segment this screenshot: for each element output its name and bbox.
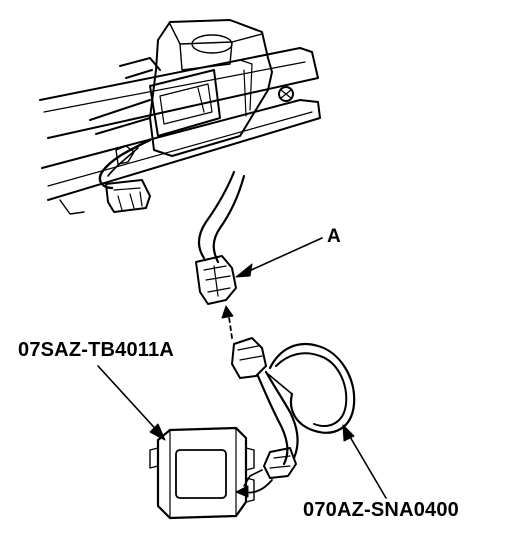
harness-leader <box>345 429 387 499</box>
tool-leader <box>97 365 163 437</box>
connect-direction-arrowhead <box>221 305 234 319</box>
callout-tool-part-number: 07SAZ-TB4011A <box>18 339 174 361</box>
tool-box <box>149 426 255 520</box>
tool-arrowhead <box>149 423 166 441</box>
seat-belt-assembly <box>39 19 321 215</box>
callout-harness-part-number: 070AZ-SNA0400 <box>303 499 460 521</box>
harness-arrowhead <box>342 424 355 442</box>
test-harness <box>231 337 356 487</box>
callout-connector-a: A <box>327 226 341 247</box>
connector-a <box>195 170 246 305</box>
connector-a-leader <box>237 237 323 277</box>
connector-a-arrowhead <box>235 263 253 278</box>
